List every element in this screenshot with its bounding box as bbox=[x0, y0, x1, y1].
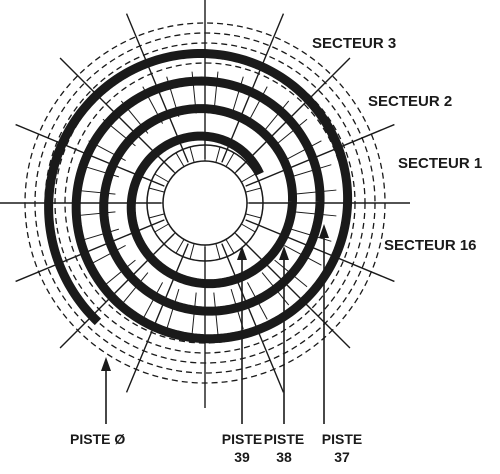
inner-ring-cell-divider bbox=[234, 161, 247, 174]
track-39-label-number: 39 bbox=[234, 449, 250, 465]
inner-ring-cell-divider bbox=[189, 243, 195, 260]
sector-subdivision-tick bbox=[261, 100, 290, 134]
spiral-track bbox=[44, 48, 353, 344]
sector-3-label: SECTEUR 3 bbox=[312, 35, 396, 52]
track-37-arrow-head bbox=[319, 224, 329, 238]
inner-ring-cell-divider bbox=[225, 152, 235, 167]
sector-subdivision-tick bbox=[78, 228, 120, 242]
track-38-label-number: 38 bbox=[276, 449, 292, 465]
inner-ring-cell-divider bbox=[241, 173, 256, 183]
recorded-track-spiral bbox=[44, 48, 353, 344]
sector-2-label: SECTEUR 2 bbox=[368, 93, 452, 110]
track-39-arrow-head bbox=[237, 246, 247, 260]
sector-subdivision-tick bbox=[88, 244, 126, 266]
sector-divider-line bbox=[235, 233, 351, 349]
sector-subdivision-tick bbox=[290, 164, 332, 178]
sector-16-label: SECTEUR 16 bbox=[384, 237, 477, 254]
track-38-label-word: PISTE bbox=[264, 431, 304, 447]
inner-ring-cell-divider bbox=[148, 187, 165, 193]
track-0-arrow-head bbox=[101, 357, 111, 371]
inner-ring-cell-divider bbox=[154, 173, 169, 183]
inner-ring-cell-divider bbox=[234, 232, 247, 245]
sector-subdivision-tick bbox=[274, 118, 308, 147]
inner-ring-cell-divider bbox=[175, 239, 185, 254]
inner-ring-cell-divider bbox=[189, 146, 195, 163]
sector-divider-line bbox=[15, 219, 165, 283]
sector-divider-line bbox=[125, 243, 189, 393]
inner-ring-inner-edge bbox=[162, 160, 248, 246]
sector-subdivision-tick bbox=[142, 282, 164, 320]
track-pointer-arrows bbox=[101, 224, 329, 424]
track-37-label-word: PISTE bbox=[322, 431, 362, 447]
track-39-label-word: PISTE bbox=[222, 431, 262, 447]
sector-subdivision-tick bbox=[246, 86, 268, 124]
sector-subdivision-tick bbox=[102, 259, 136, 288]
sector-divider-line bbox=[59, 233, 175, 349]
inner-ring-cell-divider bbox=[175, 152, 185, 167]
inner-sector-ring bbox=[146, 144, 264, 262]
sector-1-label: SECTEUR 1 bbox=[398, 155, 482, 172]
inner-ring-cell-divider bbox=[163, 232, 176, 245]
sector-divider-line bbox=[245, 219, 395, 283]
sector-divider-line bbox=[235, 57, 351, 173]
inner-ring-cell-divider bbox=[163, 161, 176, 174]
inner-ring-cell-divider bbox=[215, 146, 221, 163]
inner-ring-cell-divider bbox=[148, 213, 165, 219]
track-37-label-number: 37 bbox=[334, 449, 350, 465]
track-38-arrow-head bbox=[279, 246, 289, 260]
track-0-label: PISTE Ø bbox=[70, 431, 125, 447]
inner-ring-cell-divider bbox=[241, 223, 256, 233]
inner-ring-cell-divider bbox=[225, 239, 235, 254]
inner-ring-cell-divider bbox=[154, 223, 169, 233]
sector-divider-line bbox=[221, 243, 285, 393]
sector-subdivision-tick bbox=[284, 140, 322, 162]
sector-divider-line bbox=[245, 123, 395, 187]
inner-ring-cell-divider bbox=[215, 243, 221, 260]
sector-subdivision-tick bbox=[120, 272, 149, 306]
inner-ring-cell-divider bbox=[245, 187, 262, 193]
inner-ring-cell-divider bbox=[245, 213, 262, 219]
